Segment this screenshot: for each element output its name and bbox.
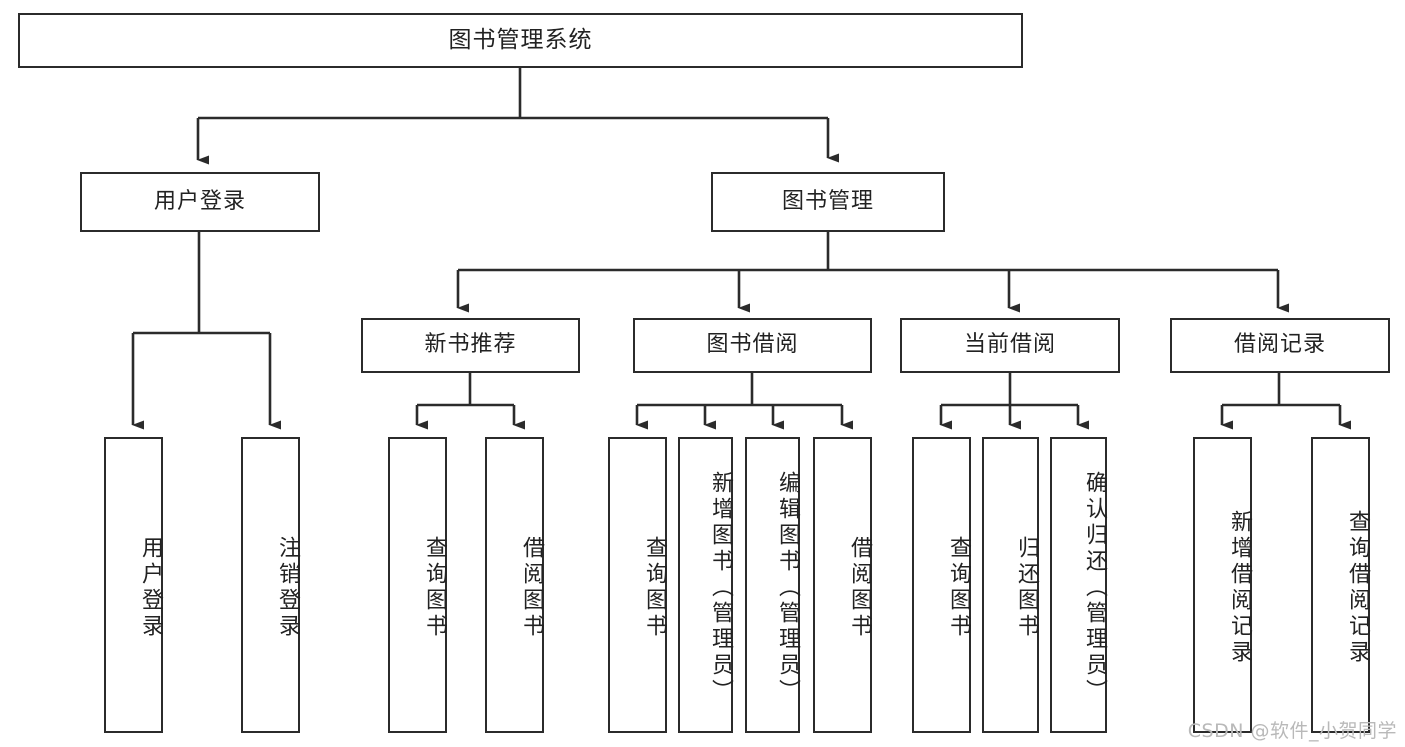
node-new-book-recommend[interactable]: 新书推荐 <box>361 318 580 373</box>
leaf-user-login[interactable]: 用户登录 <box>104 437 163 733</box>
node-borrow-record[interactable]: 借阅记录 <box>1170 318 1390 373</box>
node-label: 借阅图书 <box>519 536 544 640</box>
node-label: 编辑图书（管理员） <box>775 471 800 705</box>
leaf-current-query-book[interactable]: 查询图书 <box>912 437 971 733</box>
node-label: 图书管理系统 <box>448 26 593 53</box>
leaf-borrow-query-book[interactable]: 查询图书 <box>608 437 667 733</box>
node-label: 确认归还（管理员） <box>1082 471 1107 705</box>
node-label: 查询图书 <box>422 536 447 640</box>
csdn-watermark: CSDN @软件_小贺同学 <box>1187 720 1397 742</box>
node-label: 归还图书 <box>1014 536 1039 640</box>
node-root-system[interactable]: 图书管理系统 <box>18 13 1023 68</box>
leaf-borrow-borrow-book[interactable]: 借阅图书 <box>813 437 872 733</box>
node-current-borrow[interactable]: 当前借阅 <box>900 318 1120 373</box>
node-book-management[interactable]: 图书管理 <box>711 172 945 232</box>
node-label: 新增借阅记录 <box>1227 510 1252 666</box>
node-label: 当前借阅 <box>963 332 1056 358</box>
leaf-current-return-book[interactable]: 归还图书 <box>982 437 1039 733</box>
leaf-borrow-edit-book-admin[interactable]: 编辑图书（管理员） <box>745 437 800 733</box>
node-label: 图书借阅 <box>706 332 799 358</box>
leaf-current-confirm-return-admin[interactable]: 确认归还（管理员） <box>1050 437 1107 733</box>
node-label: 新书推荐 <box>424 332 517 358</box>
node-book-borrow[interactable]: 图书借阅 <box>633 318 872 373</box>
leaf-user-logout[interactable]: 注销登录 <box>241 437 300 733</box>
node-label: 图书管理 <box>781 188 874 214</box>
leaf-record-add-record[interactable]: 新增借阅记录 <box>1193 437 1252 733</box>
node-label: 新增图书（管理员） <box>708 471 733 705</box>
node-label: 查询图书 <box>642 536 667 640</box>
node-label: 用户登录 <box>153 188 246 214</box>
leaf-newbook-borrow-book[interactable]: 借阅图书 <box>485 437 544 733</box>
node-label: 借阅图书 <box>847 536 872 640</box>
node-user-login[interactable]: 用户登录 <box>80 172 320 232</box>
node-label: 借阅记录 <box>1233 332 1326 358</box>
node-label: 注销登录 <box>275 536 300 640</box>
leaf-record-query-record[interactable]: 查询借阅记录 <box>1311 437 1370 733</box>
leaf-borrow-add-book-admin[interactable]: 新增图书（管理员） <box>678 437 733 733</box>
node-label: 用户登录 <box>138 536 163 640</box>
node-label: 查询借阅记录 <box>1345 510 1370 666</box>
node-label: 查询图书 <box>946 536 971 640</box>
leaf-newbook-query-book[interactable]: 查询图书 <box>388 437 447 733</box>
